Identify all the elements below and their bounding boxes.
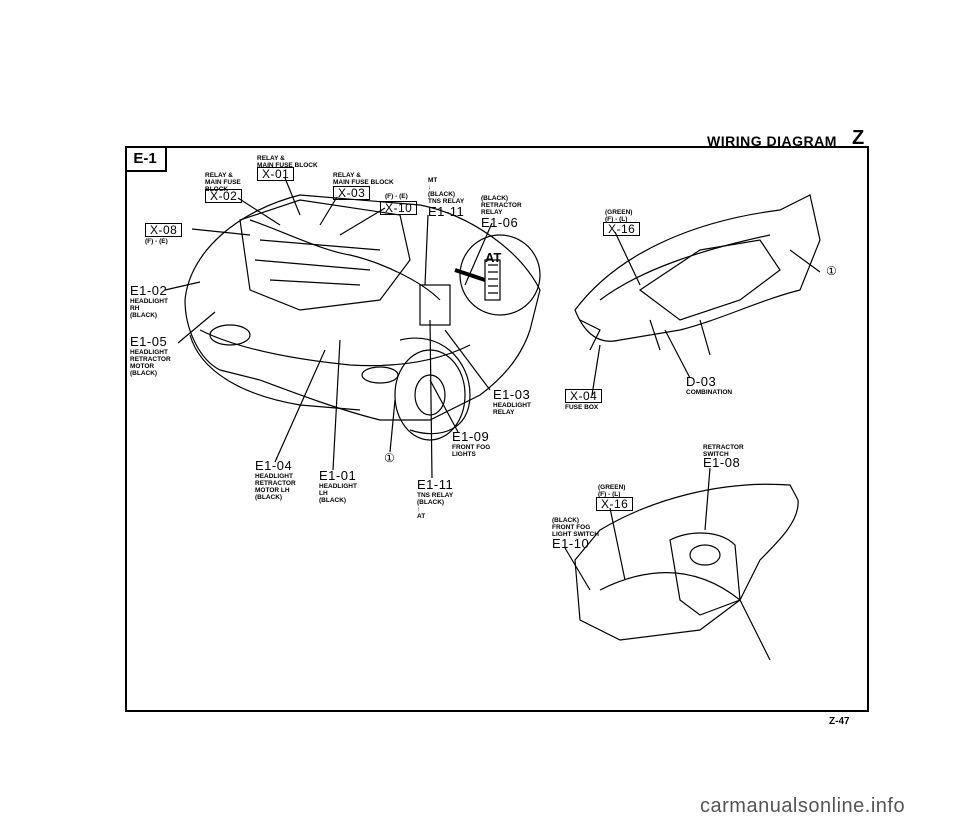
x08-sub: (F) - (E) [145, 238, 168, 245]
x03-label: RELAY & MAIN FUSE BLOCK [333, 172, 394, 186]
d03-code: D-03 [686, 374, 717, 389]
e108-code: E1-08 [703, 455, 741, 470]
wheel-arch [399, 337, 471, 435]
leader-circle-1 [389, 399, 396, 453]
leader-e111 [424, 214, 429, 286]
leader-x03 [319, 196, 338, 226]
x08-code: X-08 [145, 223, 183, 237]
x01-label: RELAY & MAIN FUSE BLOCK [257, 155, 318, 169]
e109-label: FRONT FOG LIGHTS [452, 444, 491, 458]
e108-label: RETRACTOR SWITCH [703, 444, 744, 458]
e111-at-code: E1-11 [417, 477, 454, 492]
e110-code: E1-10 [552, 536, 590, 551]
car-body-outline [184, 194, 541, 421]
e103-label: HEADLIGHT RELAY [493, 402, 531, 416]
headlight-lh-shape [361, 366, 399, 384]
section-letter: Z [852, 127, 865, 149]
x01-code: X-01 [257, 167, 295, 181]
diagram-title: WIRING DIAGRAM [707, 133, 837, 149]
front-bumper [189, 334, 361, 411]
circle-ref-dash: ① [826, 264, 837, 278]
e106-code: E1-06 [481, 215, 519, 230]
leader-e101 [332, 339, 341, 471]
leader-e104 [274, 349, 326, 463]
e101-label: HEADLIGHT LH (BLACK) [319, 483, 357, 504]
d03-label: COMBINATION [686, 389, 733, 396]
e111-at-label: TNS RELAY (BLACK) ↑ AT [417, 492, 454, 520]
e102-label: HEADLIGHT RH (BLACK) [130, 298, 168, 319]
leader-e105 [177, 311, 216, 344]
leader-e110 [564, 547, 591, 591]
console-outline [574, 483, 799, 641]
at-connector-lines [488, 264, 498, 294]
e110-label: (BLACK) FRONT FOG LIGHT SWITCH [552, 517, 599, 538]
e106-label: (BLACK) RETRACTOR RELAY [481, 195, 522, 216]
page-number: Z-47 [829, 716, 850, 727]
engine-block [239, 199, 411, 311]
e103-code: E1-03 [493, 387, 531, 402]
headlight-rh-shape [209, 324, 251, 346]
leader-x02 [237, 197, 281, 226]
watermark: carmanualsonline.info [700, 795, 906, 817]
leader-e108 [704, 467, 711, 531]
x10-sub: (F) - (E) [385, 193, 408, 200]
front-wheel-hub [414, 374, 446, 416]
e105-code: E1-05 [130, 334, 168, 349]
e101-code: E1-01 [319, 468, 357, 483]
e109-code: E1-09 [452, 429, 490, 444]
x04-code: X-04 [565, 389, 603, 403]
e111-mt-code: E1-11 [428, 204, 465, 219]
circle-ref-engine: ① [384, 451, 395, 465]
x16-top-label: (GREEN) (F) - (L) [605, 209, 633, 223]
leader-x08 [191, 228, 251, 236]
leader-e111b [429, 319, 433, 479]
dash-outline [574, 194, 821, 342]
console-harness [599, 572, 771, 661]
x10-code: X-10 [380, 201, 418, 215]
leader-circle-dash [789, 249, 821, 273]
dash-panel [638, 239, 781, 321]
x16-bottom-label: (GREEN) (F) - (L) [598, 484, 626, 498]
x03-code: X-03 [333, 186, 371, 200]
dash-harness [599, 234, 771, 301]
e104-label: HEADLIGHT RETRACTOR MOTOR LH (BLACK) [255, 473, 296, 501]
leader-x01 [284, 177, 301, 216]
at-inset-label: AT [485, 250, 502, 265]
at-inset-circle [459, 234, 541, 316]
transmission-shape [419, 284, 451, 326]
leader-e103 [444, 329, 491, 391]
leader-e109 [429, 379, 459, 433]
x16-top-code: X-16 [603, 222, 641, 236]
hood-line [199, 329, 471, 367]
at-link-wire [454, 268, 486, 282]
at-connector [484, 259, 501, 301]
console-gauge [689, 544, 721, 566]
engine-detail-1 [254, 239, 381, 286]
e104-code: E1-04 [255, 458, 293, 473]
x16-bottom-code: X-16 [596, 497, 634, 511]
leader-x16-top [614, 231, 641, 286]
leader-d03 [664, 329, 691, 379]
console-center [669, 532, 741, 616]
dash-pedal [649, 319, 711, 356]
e105-label: HEADLIGHT RETRACTOR MOTOR (BLACK) [130, 349, 171, 377]
engine-harness [249, 219, 441, 301]
x04-label: FUSE BOX [565, 404, 599, 411]
e111-mt-label: MT ↓ (BLACK) TNS RELAY [428, 177, 465, 205]
leader-x10 [339, 207, 386, 236]
section-label: E-1 [125, 146, 167, 172]
diagram-frame [125, 146, 869, 712]
leader-e102 [164, 281, 201, 291]
dash-steering [579, 319, 601, 351]
leader-x04 [591, 344, 601, 396]
e102-code: E1-02 [130, 283, 168, 298]
x02-code: X-02 [205, 189, 243, 203]
leader-x16-bottom [609, 507, 626, 581]
